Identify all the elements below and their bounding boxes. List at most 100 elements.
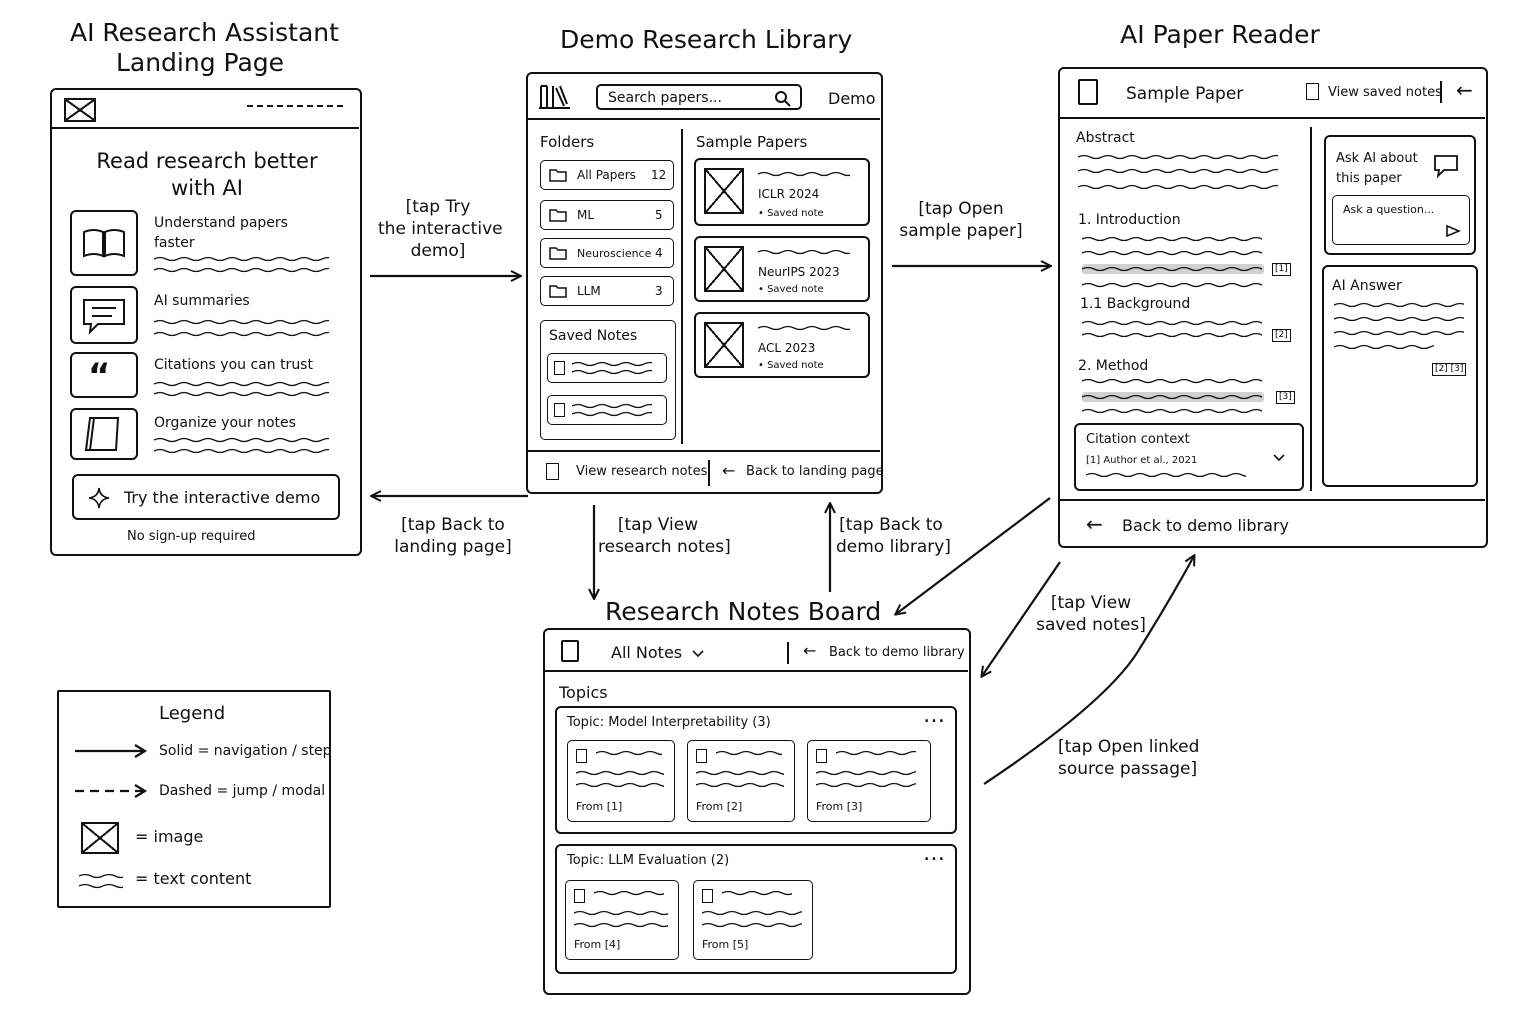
- saved-note-item[interactable]: [547, 395, 667, 425]
- note-icon: [546, 463, 559, 480]
- sample-papers-heading: Sample Papers: [696, 133, 808, 151]
- library-screen-title: Demo Research Library: [560, 25, 853, 54]
- paper-reader-screen: Sample Paper View saved notes ← Abstract…: [1058, 67, 1488, 548]
- note-icon: [554, 361, 565, 375]
- view-saved-notes-button[interactable]: View saved notes: [1306, 81, 1442, 105]
- paper-card[interactable]: ACL 2023 • Saved note: [694, 312, 870, 378]
- notes-board-screen-title: Research Notes Board: [605, 597, 882, 626]
- note-icon: [816, 749, 827, 763]
- landing-page-screen: Read research better with AI Understand …: [50, 88, 362, 556]
- ask-question-input[interactable]: Ask a question...: [1332, 195, 1470, 245]
- legend-heading: Legend: [159, 703, 226, 724]
- back-arrow-icon[interactable]: ←: [1456, 78, 1473, 102]
- note-icon: [574, 889, 585, 903]
- folder-item[interactable]: ML 5: [540, 200, 674, 230]
- sparkle-icon: [88, 487, 110, 509]
- try-demo-button[interactable]: Try the interactive demo: [72, 474, 340, 520]
- feature-label: Organize your notes: [154, 415, 296, 431]
- arrow-notes-to-reader-source: [983, 556, 1194, 785]
- all-notes-dropdown[interactable]: All Notes: [611, 642, 711, 664]
- landing-headline: Read research better with AI: [96, 149, 318, 201]
- citation-marker[interactable]: [3]: [1276, 391, 1295, 404]
- feature-label: AI summaries: [154, 293, 250, 309]
- citation-marker[interactable]: [1]: [1272, 263, 1291, 276]
- notes-board-screen: All Notes ← Back to demo library Topics …: [543, 628, 971, 995]
- note-card[interactable]: From [1]: [567, 740, 675, 822]
- note-icon: [576, 749, 587, 763]
- dashed-arrow-sample: [75, 784, 148, 798]
- search-icon[interactable]: [774, 90, 792, 108]
- back-to-landing-button[interactable]: ← Back to landing page: [722, 461, 884, 480]
- topic-group: Topic: LLM Evaluation (2) … From [4] Fro…: [555, 841, 957, 974]
- transition-label: [tap Back to demo library]: [836, 515, 951, 558]
- ask-ai-panel: Ask AI about this paper Ask a question..…: [1324, 135, 1476, 255]
- book-icon: [70, 210, 138, 276]
- demo-library-screen: Search papers... Demo Folders All Papers…: [526, 72, 884, 494]
- folders-heading: Folders: [540, 133, 595, 151]
- paper-card[interactable]: NeurIPS 2023 • Saved note: [694, 236, 870, 302]
- citation-marker[interactable]: [2] [3]: [1432, 363, 1467, 376]
- library-icon: [539, 85, 570, 109]
- view-research-notes-button[interactable]: View research notes: [546, 460, 707, 484]
- legend-dashed: Dashed = jump / modal: [159, 783, 326, 799]
- arrow-reader-to-notes-board: [896, 497, 1051, 614]
- legend-image: = image: [135, 827, 204, 846]
- no-signup-text: No sign-up required: [127, 529, 256, 544]
- legend-text: = text content: [135, 869, 252, 888]
- paper-card[interactable]: ICLR 2024 • Saved note: [694, 158, 870, 226]
- topics-heading: Topics: [559, 683, 608, 702]
- more-options-icon[interactable]: …: [923, 841, 946, 866]
- quote-icon: “: [70, 352, 138, 398]
- landing-screen-title: AI Research Assistant Landing Page: [70, 18, 339, 77]
- paper-title: Sample Paper: [1126, 84, 1244, 104]
- reader-screen-title: AI Paper Reader: [1120, 20, 1320, 49]
- logo-image-placeholder: [64, 98, 96, 122]
- introduction-heading: 1. Introduction: [1078, 212, 1181, 228]
- search-input[interactable]: Search papers...: [596, 84, 802, 110]
- citation-marker[interactable]: [2]: [1272, 329, 1291, 342]
- legend-solid: Solid = navigation / step: [159, 743, 332, 759]
- ai-answer-panel: AI Answer [2] [3]: [1322, 265, 1478, 487]
- folder-item[interactable]: LLM 3: [540, 276, 674, 306]
- saved-notes-panel: Saved Notes: [540, 320, 676, 440]
- note-icon: [702, 889, 713, 903]
- folder-icon: [549, 169, 567, 182]
- transition-label: [tap Open linked source passage]: [1058, 737, 1200, 780]
- arrow-left-icon: ←: [722, 461, 736, 480]
- paper-thumbnail: [704, 322, 744, 368]
- folder-item[interactable]: Neuroscience 4: [540, 238, 674, 268]
- chevron-down-icon[interactable]: [1272, 453, 1286, 463]
- note-card[interactable]: From [4]: [565, 880, 679, 960]
- transition-label: [tap Try the interactive demo]: [378, 197, 503, 262]
- note-card[interactable]: From [3]: [807, 740, 931, 822]
- note-icon: [696, 749, 707, 763]
- arrow-left-icon: ←: [1086, 512, 1103, 536]
- method-heading: 2. Method: [1078, 358, 1149, 374]
- paper-thumbnail: [704, 246, 744, 292]
- folder-item[interactable]: All Papers 12: [540, 160, 674, 190]
- note-card[interactable]: From [5]: [693, 880, 813, 960]
- user-label[interactable]: Demo: [828, 89, 876, 108]
- try-demo-label: Try the interactive demo: [124, 488, 321, 507]
- arrow-left-icon: ←: [803, 641, 817, 660]
- note-card[interactable]: From [2]: [687, 740, 795, 822]
- folder-icon: [549, 209, 567, 222]
- notebook-icon: [70, 408, 138, 460]
- feature-label: Citations you can trust: [154, 357, 313, 373]
- more-options-icon[interactable]: …: [923, 703, 946, 728]
- transition-label: [tap Open sample paper]: [899, 199, 1023, 242]
- arrow-reader-to-notes-saved: [982, 561, 1061, 676]
- menu-icon[interactable]: [247, 105, 343, 107]
- note-icon: [1306, 83, 1319, 100]
- back-to-demo-library-button[interactable]: ← Back to demo library: [803, 641, 965, 660]
- citation-context-panel[interactable]: Citation context [1] Author et al., 2021: [1074, 423, 1304, 491]
- feature-label: Understand papers faster: [154, 215, 288, 251]
- back-to-demo-library-button[interactable]: ← Back to demo library: [1086, 512, 1290, 536]
- chat-bubble-icon: [1434, 155, 1458, 179]
- transition-label: [tap View saved notes]: [1036, 593, 1146, 636]
- send-icon[interactable]: [1445, 224, 1461, 238]
- folder-icon: [549, 285, 567, 298]
- transition-label: [tap View research notes]: [598, 515, 731, 558]
- saved-note-item[interactable]: [547, 353, 667, 383]
